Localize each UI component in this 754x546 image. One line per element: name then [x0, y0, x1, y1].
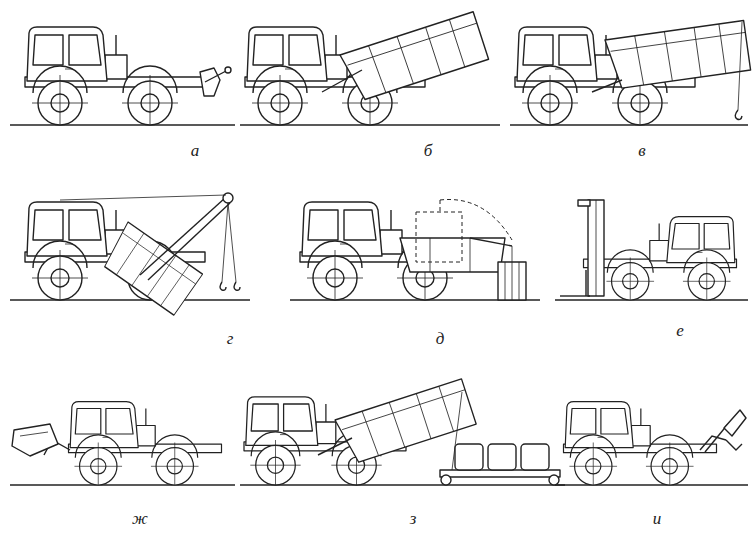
panel-letter: д [436, 330, 445, 347]
panel-letter: ж [132, 510, 148, 527]
panel-letter: а [191, 142, 200, 159]
panel-letter: з [410, 510, 417, 527]
panel-letter: в [638, 142, 645, 159]
panel-letter: б [424, 142, 433, 159]
panel-letter: г [227, 330, 234, 347]
panel-letter: е [676, 322, 684, 339]
panel-letter: и [653, 510, 662, 527]
